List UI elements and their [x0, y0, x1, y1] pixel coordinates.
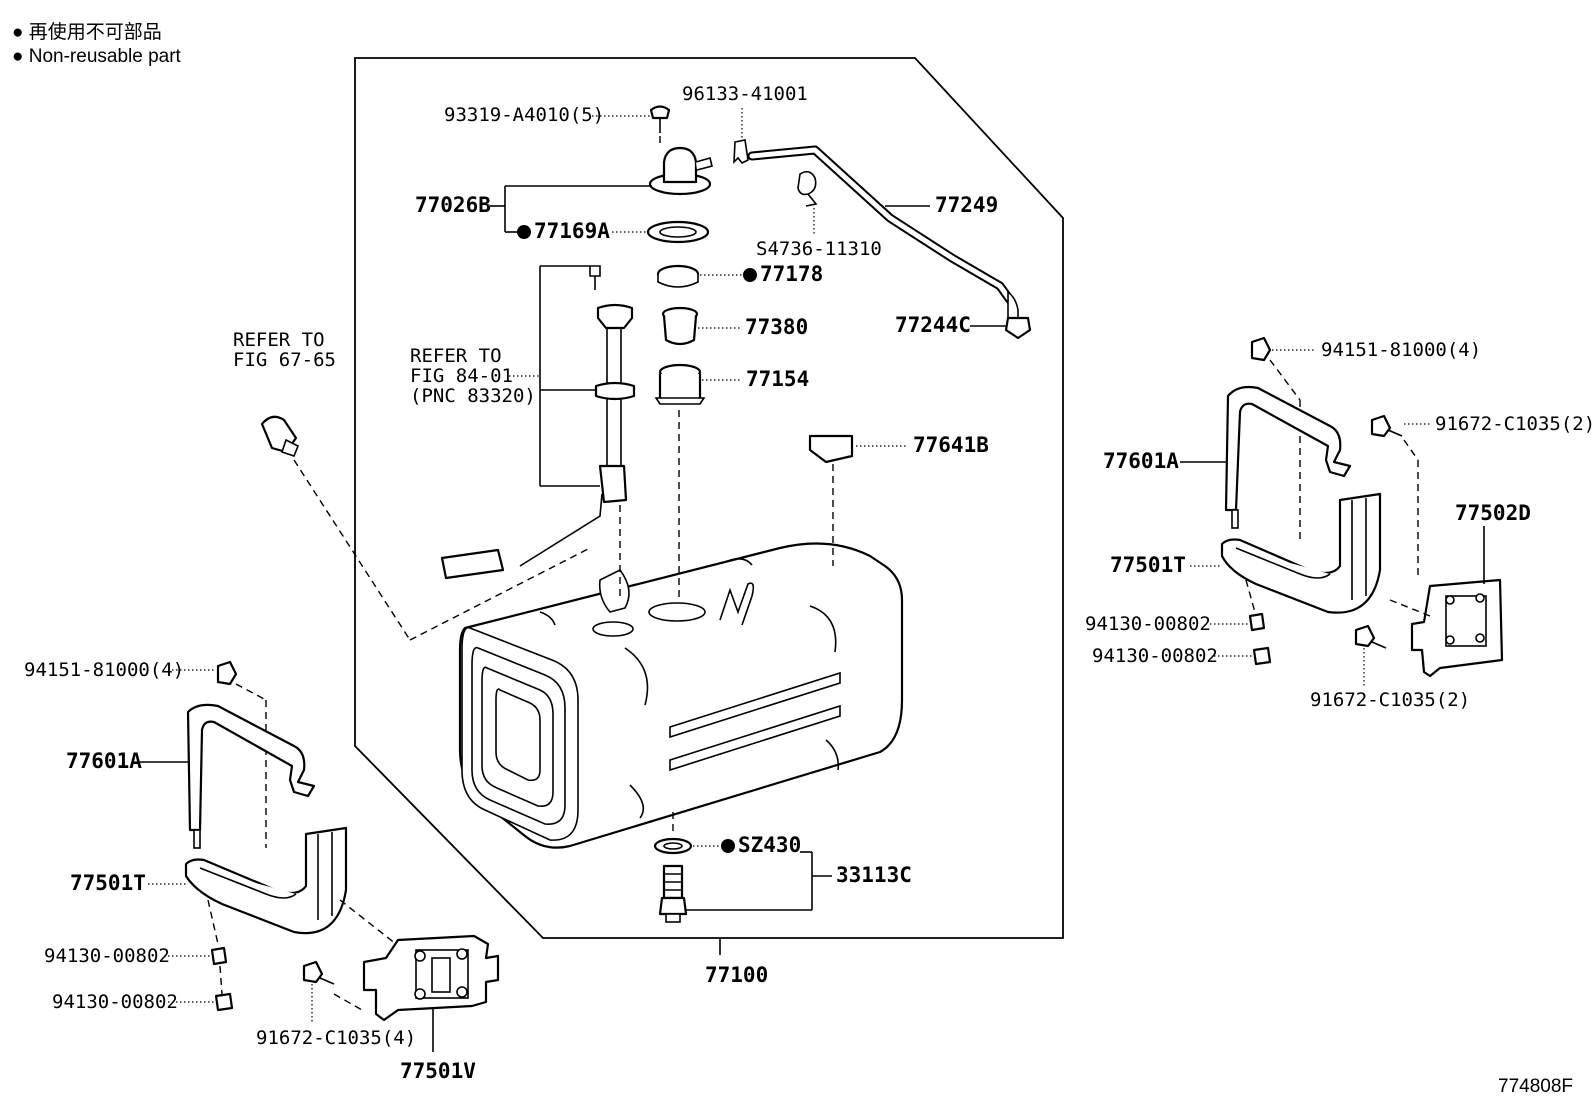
label-94130-right-1[interactable]: 94130-00802 — [1085, 613, 1211, 635]
label-91672-left[interactable]: 91672-C1035(4) — [256, 1027, 416, 1049]
nut-94130-right-1[interactable] — [1248, 612, 1266, 632]
dash-77501t-left — [207, 899, 219, 945]
dash-77501t-right — [1245, 579, 1257, 617]
label-77502d[interactable]: 77502D — [1455, 501, 1531, 525]
fuel-tank[interactable] — [458, 542, 904, 849]
label-77601a-right[interactable]: 77601A — [1103, 449, 1179, 473]
nut-91672-right-top[interactable] — [1370, 414, 1403, 438]
nut-94151-right[interactable] — [1250, 336, 1272, 362]
label-77501t-left[interactable]: 77501T — [70, 871, 146, 895]
non-reusable-dot-77169a — [517, 225, 531, 239]
clamp-s4736[interactable] — [797, 170, 818, 207]
bracket-77501t-right[interactable] — [1220, 492, 1382, 614]
label-91672-right-top[interactable]: 91672-C1035(2) — [1435, 413, 1592, 435]
dash-sensor-1 — [293, 459, 411, 641]
label-77244c[interactable]: 77244C — [895, 313, 971, 337]
refer-fig67-line1: REFER TO — [233, 329, 325, 351]
ring-77178[interactable] — [656, 264, 700, 288]
label-93319[interactable]: 93319-A4010(5) — [444, 104, 604, 126]
fuel-gauge-sender[interactable] — [440, 265, 636, 580]
bracket-77501t-left[interactable] — [184, 826, 348, 935]
refer-fig84-line2: FIG 84-01 — [410, 365, 513, 387]
drain-plug-33113c[interactable] — [658, 864, 688, 923]
nut-91672-left[interactable] — [302, 960, 335, 985]
dash-94151-right-a — [1269, 359, 1301, 401]
non-reusable-dot-sz430 — [721, 839, 735, 853]
dash-91672-right-a — [1403, 439, 1419, 461]
label-94130-right-2[interactable]: 94130-00802 — [1092, 645, 1218, 667]
band-77601a-left[interactable] — [186, 703, 316, 849]
label-77249[interactable]: 77249 — [935, 193, 998, 217]
dash-sensor-2 — [409, 547, 591, 641]
hose-77249[interactable] — [747, 145, 1015, 305]
label-94151-right[interactable]: 94151-81000(4) — [1321, 339, 1481, 361]
label-77501v[interactable]: 77501V — [400, 1059, 476, 1083]
nut-91672-right-bottom[interactable] — [1354, 624, 1387, 649]
cup-77380[interactable] — [661, 306, 699, 346]
dash-91672-left — [333, 993, 363, 1011]
label-77169a[interactable]: 77169A — [534, 219, 610, 243]
label-sz430[interactable]: SZ430 — [738, 833, 801, 857]
clip-96133[interactable] — [733, 139, 749, 165]
label-77641b[interactable]: 77641B — [913, 433, 989, 457]
plate-77501v[interactable] — [362, 934, 500, 1022]
label-77380[interactable]: 77380 — [745, 315, 808, 339]
dash-77502d — [1389, 599, 1431, 617]
label-33113c[interactable]: 33113C — [836, 863, 912, 887]
dash-77501t-left-b — [339, 899, 397, 945]
refer-fig84-line3: (PNC 83320) — [410, 385, 536, 407]
label-94151-left[interactable]: 94151-81000(4) — [24, 659, 184, 681]
nut-94130-left-2[interactable] — [214, 992, 234, 1012]
non-reusable-dot-77178 — [743, 268, 757, 282]
assembly-boundary — [354, 57, 1064, 939]
cup-77154[interactable] — [654, 363, 706, 405]
nut-94151-left[interactable] — [216, 660, 238, 686]
label-77154[interactable]: 77154 — [746, 367, 809, 391]
figure-id: 774808F — [1498, 1076, 1573, 1097]
refer-fig84-line1: REFER TO — [410, 345, 502, 367]
label-77100[interactable]: 77100 — [705, 963, 768, 987]
sensor-fig-67-65[interactable] — [260, 415, 300, 457]
gasket-77169a[interactable] — [646, 220, 710, 244]
nut-94130-left-1[interactable] — [210, 946, 228, 966]
dash-94130-left — [219, 965, 223, 995]
refer-fig67-line2: FIG 67-65 — [233, 349, 336, 371]
pad-77641b[interactable] — [808, 434, 854, 464]
label-77178[interactable]: 77178 — [760, 262, 823, 286]
label-91672-right-bottom[interactable]: 91672-C1035(2) — [1310, 689, 1470, 711]
dash-94151-left-a — [235, 683, 267, 701]
legend-non-reusable-en: ● Non-reusable part — [12, 46, 182, 67]
label-77501t-right[interactable]: 77501T — [1110, 553, 1186, 577]
union-77244c[interactable] — [1004, 290, 1032, 340]
nut-94130-right-2[interactable] — [1252, 646, 1272, 666]
gasket-sz430[interactable] — [653, 837, 693, 855]
label-94130-left-1[interactable]: 94130-00802 — [44, 945, 170, 967]
label-s4736[interactable]: S4736-11310 — [756, 238, 882, 260]
screw-93319[interactable] — [649, 105, 671, 134]
band-77601a-right[interactable] — [1224, 385, 1352, 529]
label-94130-left-2[interactable]: 94130-00802 — [52, 991, 178, 1013]
fuel-sender-unit-77026b[interactable] — [648, 146, 713, 196]
label-77601a-left[interactable]: 77601A — [66, 749, 142, 773]
plate-77502d[interactable] — [1410, 578, 1504, 678]
label-77026b[interactable]: 77026B — [415, 193, 491, 217]
label-96133[interactable]: 96133-41001 — [682, 83, 808, 105]
legend-non-reusable-jp: ● 再使用不可部品 — [12, 21, 162, 43]
